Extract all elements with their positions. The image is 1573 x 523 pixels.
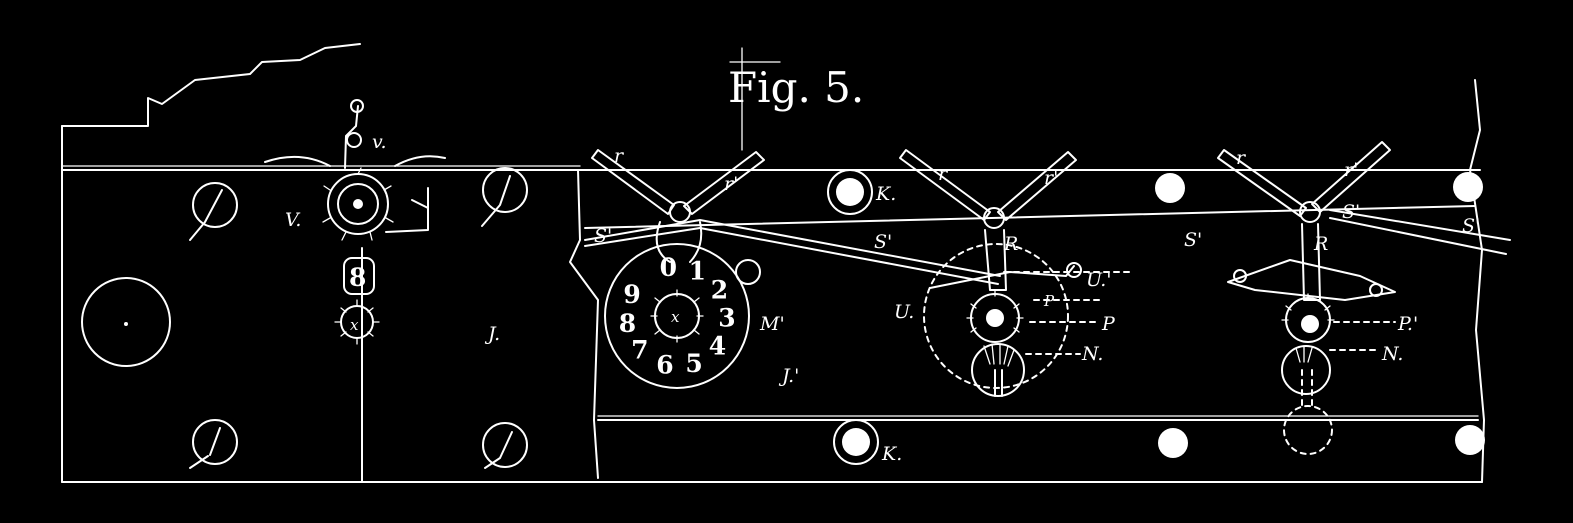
screw-bottom-mid — [482, 422, 528, 469]
screw-bottom-left — [189, 419, 238, 469]
dial-digit: 7 — [631, 336, 648, 365]
label-S-prime-mid: S' — [1184, 229, 1202, 251]
label-v: v. — [372, 131, 387, 153]
digit-window — [343, 257, 375, 295]
hole-K-top-left — [827, 169, 873, 215]
label-x-small: x — [350, 316, 359, 334]
label-M-prime: M' — [759, 313, 785, 335]
number-dial — [604, 243, 750, 389]
mechanism-right — [1217, 141, 1511, 455]
label-S-prime-far-right: S' — [1462, 215, 1480, 237]
left-section — [81, 99, 528, 469]
label-r-right: r — [1236, 147, 1247, 169]
label-U-prime: U.' — [1086, 269, 1112, 291]
label-r-prime-left: r' — [724, 173, 738, 195]
dial-digit: 5 — [685, 349, 702, 378]
label-N-right: N. — [1381, 343, 1403, 365]
label-r-prime-mid: r' — [1044, 167, 1058, 189]
label-S-prime-right: S' — [1342, 201, 1360, 223]
label-S-prime-left: S' — [594, 225, 612, 247]
dial-digit: 3 — [718, 304, 735, 333]
label-r-mid: r — [938, 163, 949, 185]
knob-N — [971, 343, 1025, 397]
label-J-prime: J.' — [778, 365, 799, 387]
ratchet-wheel-V — [264, 99, 446, 241]
label-r-left: r — [614, 145, 625, 167]
label-U: U. — [894, 301, 914, 323]
label-R-mid: R — [1003, 233, 1018, 255]
label-x-dial: x — [671, 308, 680, 326]
figure-title-group: Fig. 5. — [728, 47, 864, 151]
dial-digit: 1 — [689, 256, 706, 285]
rails — [361, 169, 1479, 483]
dial-digit: 4 — [709, 331, 726, 360]
screw-top-mid — [481, 167, 528, 227]
label-eight: 8 — [349, 263, 366, 292]
large-hole-left — [81, 277, 171, 367]
small-pinion — [334, 299, 380, 345]
dial-digit: 9 — [623, 280, 640, 309]
label-R-right: R — [1313, 233, 1328, 255]
labels: v. V. 8 x J. J.' x M' K. K. r r' S' S' r… — [285, 131, 1480, 465]
label-V: V. — [285, 209, 301, 231]
dial-digit: 2 — [711, 276, 728, 305]
knob-N-right — [1281, 345, 1331, 395]
label-J: J. — [484, 323, 500, 345]
hole-right-top-2 — [1453, 172, 1483, 202]
label-P-small-mid: P — [1043, 292, 1055, 310]
figure-title: Fig. 5. — [728, 63, 864, 112]
label-P-mid: P — [1101, 313, 1116, 335]
dial-digit: 8 — [619, 309, 636, 338]
dial-digit: 0 — [660, 253, 677, 282]
label-K-top: K. — [875, 183, 896, 205]
label-r-prime-right: r' — [1344, 159, 1358, 181]
label-N-mid: N. — [1081, 343, 1103, 365]
hole-right-bottom-1 — [1158, 428, 1188, 458]
screw-top-left — [189, 182, 238, 241]
label-K-bottom: K. — [881, 443, 902, 465]
label-S-prime-mid-left: S' — [874, 231, 892, 253]
hole-right-bottom-2 — [1455, 425, 1485, 455]
hole-right-top-1 — [1155, 173, 1185, 203]
label-P-prime-right: P.' — [1397, 313, 1418, 335]
dial-digit: 6 — [656, 351, 673, 380]
hole-K-bottom-left — [833, 419, 879, 465]
mechanism-middle — [899, 149, 1131, 397]
